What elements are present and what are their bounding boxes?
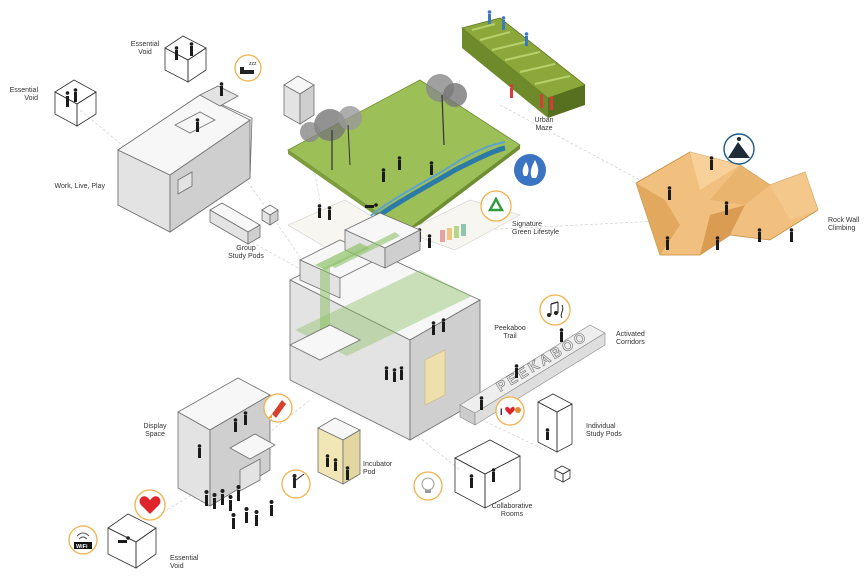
essential-void-left-box [54,79,97,127]
sleep-badge: zzz [234,54,262,82]
main-building [289,212,481,441]
rock-wall [635,151,819,256]
i-love-badge: I [495,396,525,426]
rocket-icon [268,400,286,418]
water-drop-badge [514,154,546,186]
wifi-badge-text: WiFi [76,544,88,550]
sleep-badge-text: zzz [249,61,257,67]
music-notes-icon [547,301,564,319]
individual-study-pod [537,393,573,483]
crowd [204,485,274,529]
heart-icon [139,496,161,514]
recycle-icon [487,196,505,212]
light-bulb-icon [421,477,435,493]
urban-maze [461,10,586,118]
activated-corridor: PEEKABOO [459,324,606,426]
recycle-badge [480,190,512,222]
climber-badge [723,133,755,165]
climber-icon [728,137,750,158]
i-love-text: I [500,407,503,417]
work-live-play-building [117,82,253,233]
label-work-live-play: Work, Live, Play [55,183,106,190]
group-study-pods [209,202,279,245]
wifi-icon [74,532,92,549]
display-space-building [177,377,276,507]
essential-void-bottom-box [107,513,157,569]
presenter-icon [292,473,305,488]
rocket-badge [263,393,293,423]
glass-box-top [283,75,315,125]
wifi-badge: WiFi [68,525,98,555]
water-drop-icon [522,160,539,178]
music-badge [539,294,571,326]
green-lawn-platform [287,74,521,236]
presenter-badge [281,469,311,499]
essential-void-top-box [164,35,207,83]
i-love-icon: I [500,406,521,417]
collaborative-rooms [454,439,521,509]
light-bulb-badge [413,471,443,501]
incubator-pod [317,417,361,485]
heart-badge [134,489,166,521]
sleep-icon [240,67,254,74]
